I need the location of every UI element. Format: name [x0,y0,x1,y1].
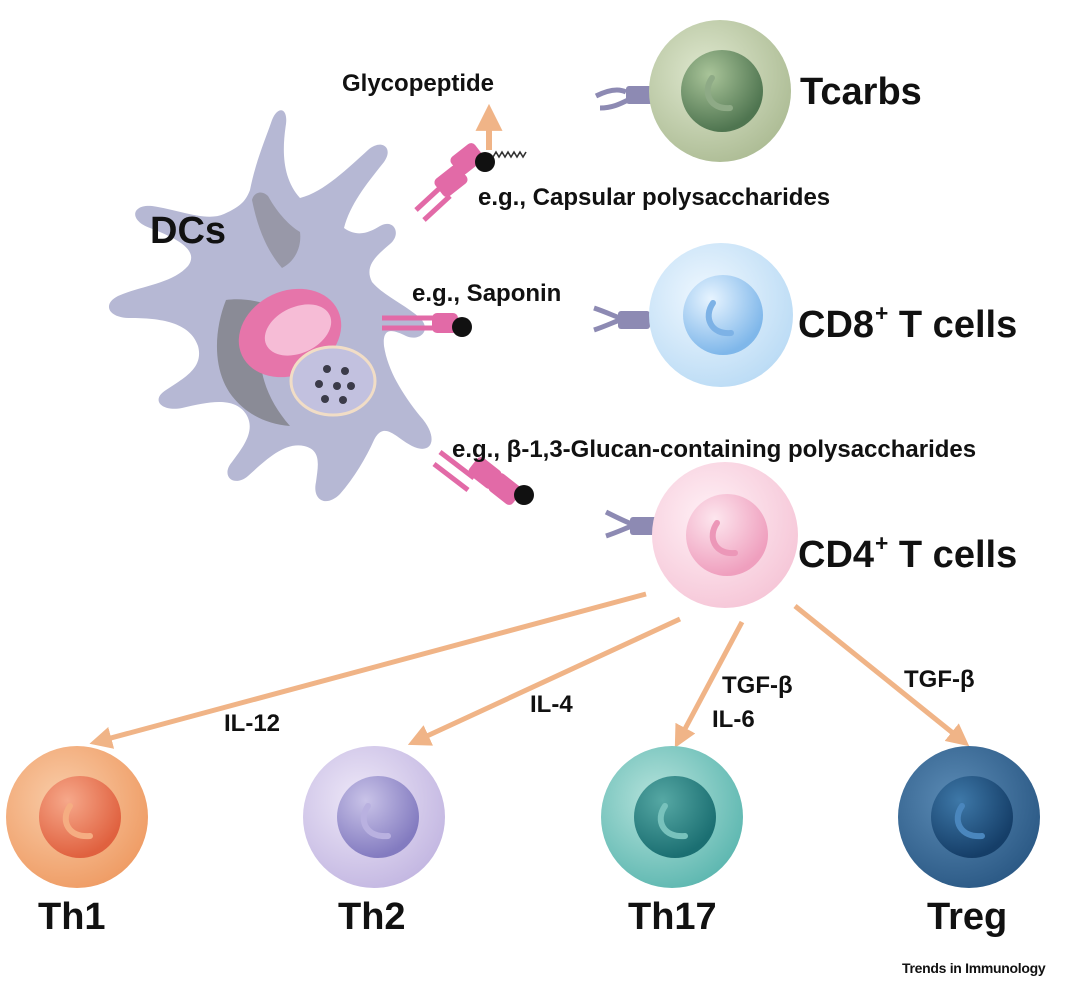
cd8-t-cell [649,243,793,387]
ligand-dot-capsular [475,152,495,172]
label-il-6: IL-6 [712,706,755,733]
tcr-cd8 [593,305,650,333]
label-saponin: e.g., Saponin [412,280,562,307]
tcr-cd4 [604,509,660,539]
cd4-t-cell [652,462,798,608]
dendritic-cell-illustration [108,110,432,502]
label-th2: Th2 [338,896,406,938]
label-dcs: DCs [150,210,227,252]
th1-cell [6,746,148,888]
arrow-to-th17 [674,620,745,748]
arrow-to-treg [793,604,970,747]
label-th17: Th17 [628,896,717,938]
label-treg: Treg [927,896,1008,938]
vesicle-dots [315,365,355,404]
receptor-saponin [382,313,472,337]
glycan-chain [492,150,527,159]
dendritic-cell-nucleus-highlight [264,304,332,356]
label-il-12: IL-12 [224,710,281,737]
tcr-tcarbs [594,86,656,111]
differentiation-arrows [89,591,970,749]
receptor-capsular [414,143,527,222]
label-capsular-polysaccharides: e.g., Capsular polysaccharides [478,184,831,211]
ligand-dot-saponin [452,317,472,337]
th17-cell [601,746,743,888]
th2-cell [303,746,445,888]
arrow-to-th2 [407,616,682,746]
journal-brand: Trends in Immunology [902,960,1046,976]
label-il-4: IL-4 [530,691,573,718]
arrow-to-th1 [89,591,647,749]
label-tcarbs: Tcarbs [800,71,922,113]
tcarbs-cell [649,20,791,162]
dendritic-cell-vesicle [289,345,377,417]
label-th1: Th1 [38,896,106,938]
label-cd8-t-cells: CD8+ T cells [798,300,1018,346]
dendritic-cell-shadow-upper [252,192,301,268]
label-glycopeptide: Glycopeptide [342,70,495,97]
ligand-dot-glucan [514,485,534,505]
label-glucan-polysaccharides: e.g., β-1,3-Glucan-containing polysaccha… [452,436,977,463]
label-tgf-beta-treg: TGF-β [904,666,975,693]
label-cd4-t-cells: CD4+ T cells [798,530,1018,576]
receptor-glucan [432,450,534,505]
treg-cell [898,746,1040,888]
label-tgf-beta-th17: TGF-β [722,672,793,699]
